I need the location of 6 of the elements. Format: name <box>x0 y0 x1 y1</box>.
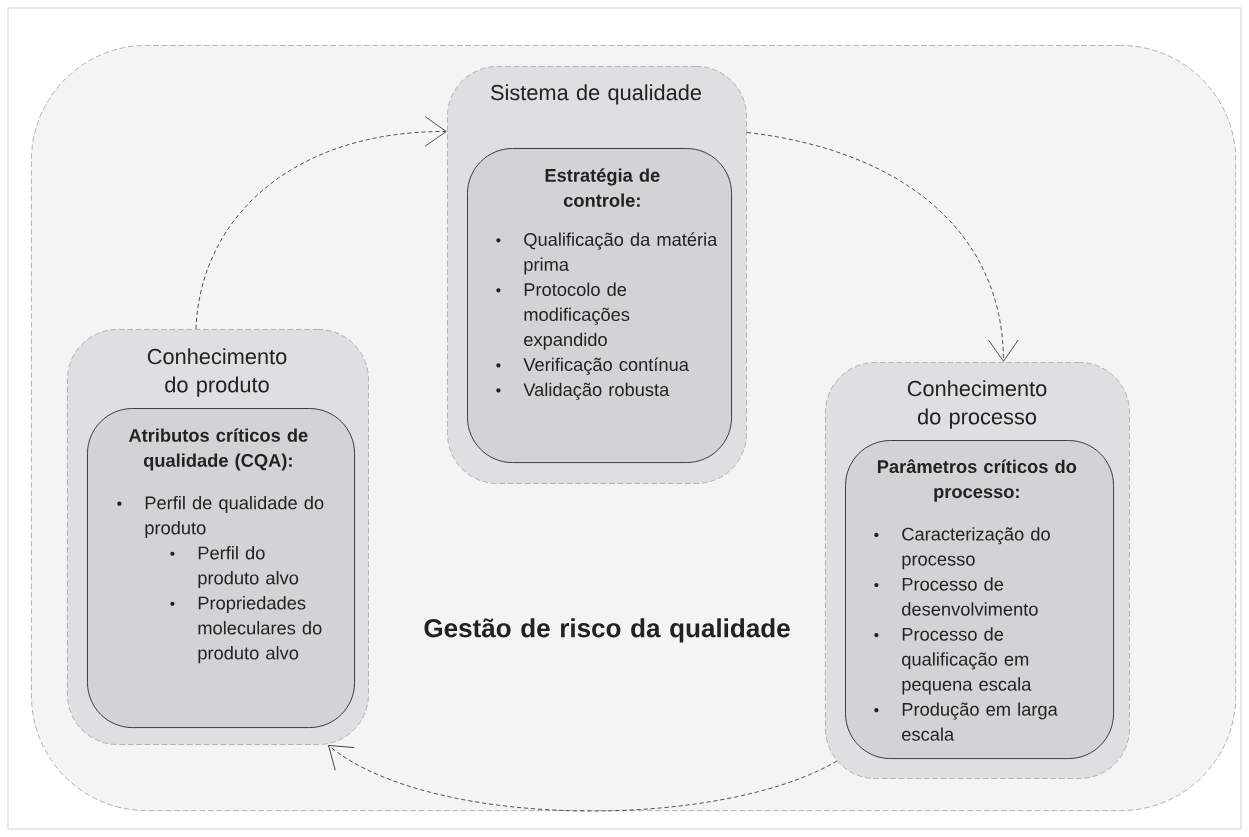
curved-arrow <box>328 745 838 812</box>
curved-arrow <box>746 132 1019 362</box>
content-card: Parâmetros críticos do processo: Caracterização do processo Processo de desenvolvimento Processo de qualificação em pequena escala Produção em larga escala <box>845 440 1115 760</box>
content-card: Estratégia de controle: Qualificação da matéria prima Protocolo de modificações expandido Verificação contínua Validação robusta <box>467 148 733 464</box>
curved-arrow <box>195 116 447 330</box>
content-card: Atributos críticos de qualidade (CQA): Perfil de qualidade do produto Perfil do produto alvo Propriedades moleculares do produto alvo <box>87 408 356 729</box>
